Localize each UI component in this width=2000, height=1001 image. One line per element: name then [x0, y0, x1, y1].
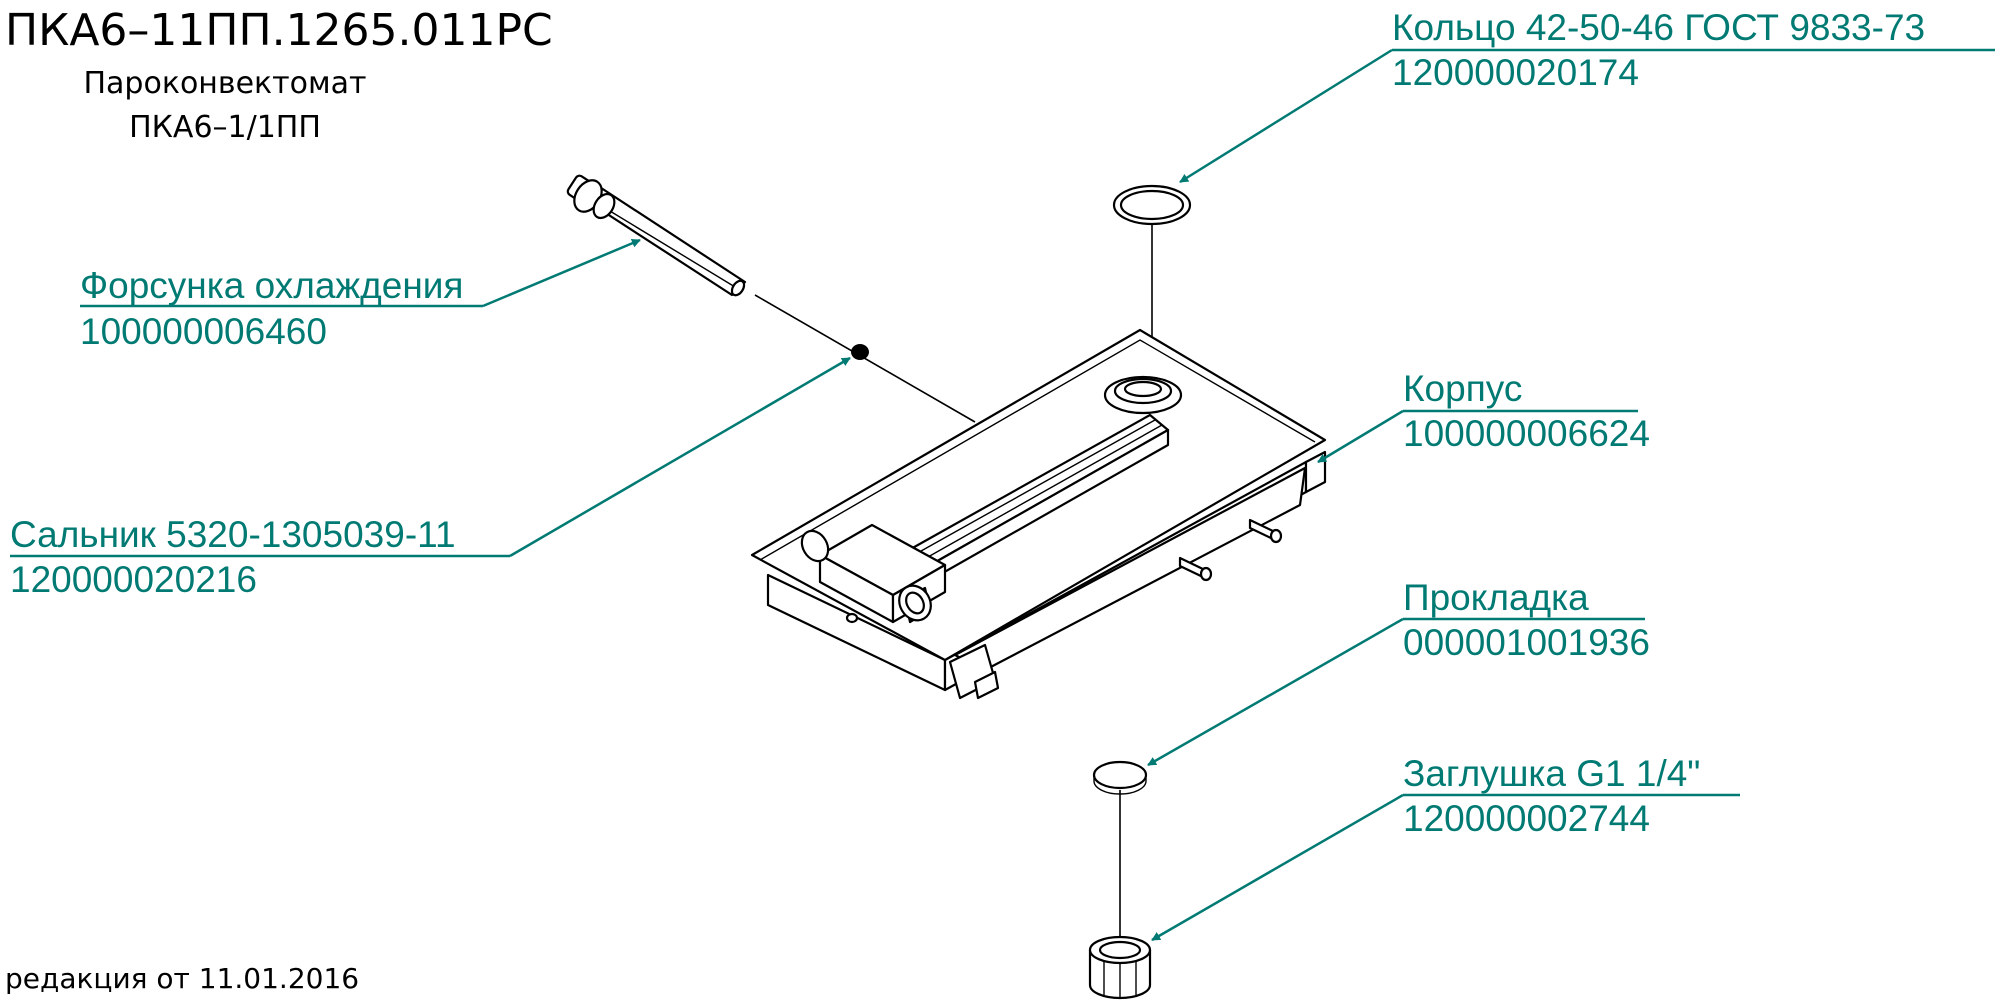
callout-body-code: 100000006624: [1403, 413, 1650, 454]
callout-nozzle-name: Форсунка охлаждения: [80, 265, 463, 306]
callout-nozzle: Форсунка охлаждения 100000006460: [80, 238, 641, 352]
callout-body-name: Корпус: [1403, 368, 1522, 409]
plug-part: [1088, 935, 1152, 1000]
ring-part: [1112, 184, 1192, 226]
gasket-part: [1092, 760, 1148, 795]
callout-plug: Заглушка G1 1/4" 120000002744: [1151, 753, 1740, 942]
callout-gland-code: 120000020216: [10, 559, 257, 600]
callout-gasket-name: Прокладка: [1403, 577, 1589, 618]
callout-gasket: Прокладка 000001001936: [1147, 577, 1650, 767]
callout-ring: Кольцо 42-50-46 ГОСТ 9833-73 12000002017…: [1179, 7, 1995, 184]
revision-date: редакция от 11.01.2016: [5, 962, 359, 995]
cooling-nozzle-part: [566, 174, 747, 297]
housing-part: [750, 328, 1327, 700]
product-name-line2: ПКА6–1/1ПП: [129, 110, 321, 145]
callout-gasket-code: 000001001936: [1403, 622, 1650, 663]
callout-plug-code: 120000002744: [1403, 798, 1650, 839]
callout-gland: Сальник 5320-1305039-11 120000020216: [10, 356, 851, 600]
callout-body: Корпус 100000006624: [1317, 368, 1650, 464]
callout-gland-name: Сальник 5320-1305039-11: [10, 514, 456, 555]
product-name-line1: Пароконвектомат: [83, 66, 366, 101]
callout-ring-code: 120000020174: [1392, 52, 1639, 93]
callout-nozzle-code: 100000006460: [80, 311, 327, 352]
callout-ring-name: Кольцо 42-50-46 ГОСТ 9833-73: [1392, 7, 1925, 48]
callout-plug-name: Заглушка G1 1/4": [1403, 753, 1700, 794]
gland-part: [851, 344, 869, 360]
document-code: ПКА6–11ПП.1265.011РС: [5, 5, 553, 56]
